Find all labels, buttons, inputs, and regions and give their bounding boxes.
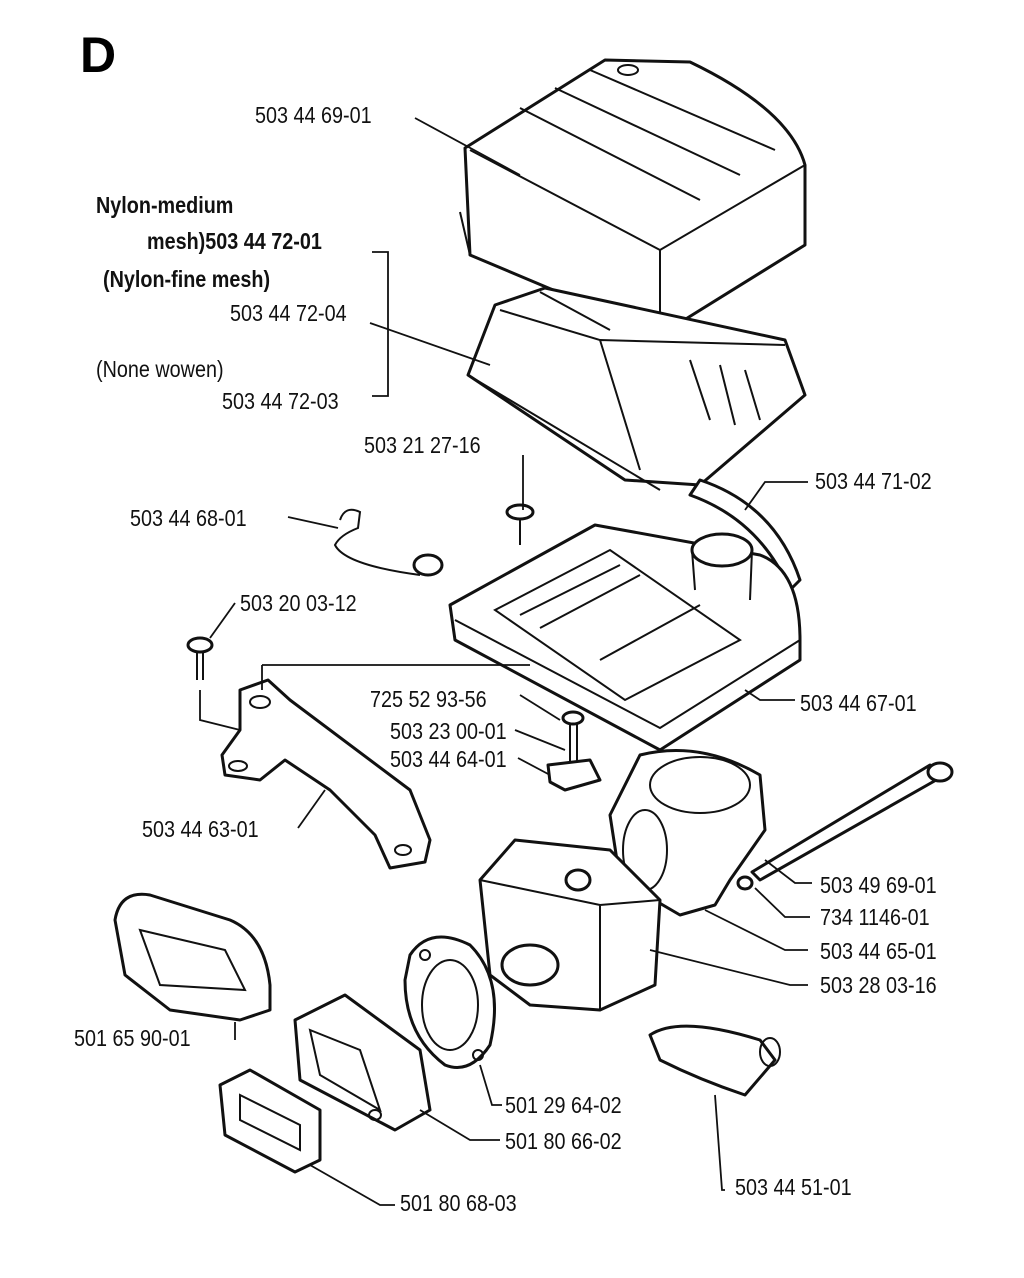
intake-manifold-drawing: [293, 993, 432, 1132]
part-label-round-gasket: 501 29 64-02: [505, 1092, 622, 1118]
part-label-flat-gasket: 501 80 68-03: [400, 1190, 517, 1216]
bracket-drawing: [220, 678, 432, 870]
filter-note-fine: (Nylon-fine mesh): [103, 266, 271, 292]
filter-note-medium: Nylon-medium: [96, 192, 234, 218]
part-label-spacer: 725 52 93-56: [370, 686, 487, 712]
filter-note-medium-part: mesh)503 44 72-01: [147, 228, 322, 254]
part-label-filter-base: 503 44 67-01: [800, 690, 917, 716]
part-label-screw: 503 21 27-16: [364, 432, 481, 458]
filter-base-drawing: [448, 523, 802, 752]
filter-note-fine-part: 503 44 72-04: [230, 300, 347, 326]
part-label-cover: 503 44 69-01: [255, 102, 372, 128]
leader-lines: [199, 117, 812, 1206]
part-label-bracket: 503 44 63-01: [142, 816, 259, 842]
part-label-stud: 503 23 00-01: [390, 718, 507, 744]
round-gasket-drawing: [403, 935, 496, 1069]
part-label-nut: 503 44 64-01: [390, 746, 507, 772]
part-label-carburetor: 503 28 03-16: [820, 972, 937, 998]
part-label-impulse-tube: 503 44 51-01: [735, 1174, 852, 1200]
screw-top-drawing: [505, 503, 535, 545]
screw-stack-drawing: [546, 710, 602, 792]
part-label-intake-cover: 501 65 90-01: [74, 1025, 191, 1051]
part-label-manifold: 501 80 66-02: [505, 1128, 622, 1154]
long-bolt-drawing: [736, 761, 954, 891]
impulse-tube-drawing: [648, 1024, 781, 1097]
part-label-clip: 503 44 68-01: [130, 505, 247, 531]
carburetor-drawing: [478, 838, 662, 1012]
filter-element-drawing: [466, 286, 807, 491]
part-label-elbow: 503 44 65-01: [820, 938, 937, 964]
part-label-seal: 503 44 71-02: [815, 468, 932, 494]
part-label-screw-left: 503 20 03-12: [240, 590, 357, 616]
intake-elbow-drawing: [608, 749, 767, 917]
intake-cover-drawing: [113, 892, 272, 1022]
section-letter: D: [80, 27, 117, 83]
filter-note-woven-part: 503 44 72-03: [222, 388, 339, 414]
filter-note-woven: (None wowen): [96, 356, 224, 382]
part-label-long-bolt: 503 49 69-01: [820, 872, 937, 898]
flat-gasket-drawing: [218, 1068, 322, 1174]
clip-drawing: [333, 508, 444, 577]
part-label-washer: 734 1146-01: [820, 904, 930, 930]
screw-left-drawing: [186, 636, 214, 680]
filter-cover-drawing: [459, 58, 807, 337]
